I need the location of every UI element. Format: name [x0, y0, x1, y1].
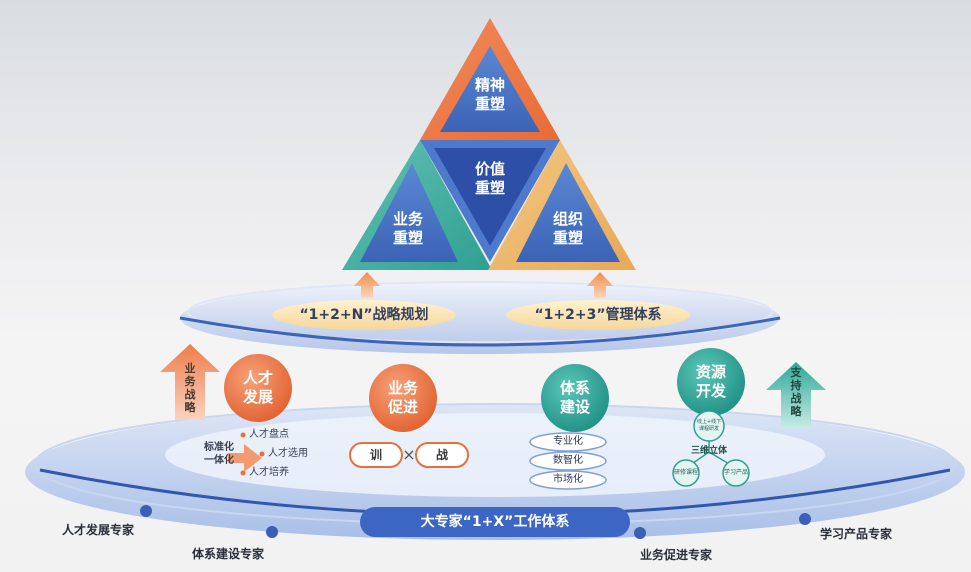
talent-item-1: 人才盘点	[249, 429, 289, 440]
strategy-plan-pill	[272, 300, 456, 330]
support-strategy-arrow	[766, 362, 826, 428]
business-strategy-label: 业 务 战 略	[184, 362, 196, 414]
talent-side-label: 标准化 一体化	[204, 442, 234, 466]
battle-pill	[415, 442, 469, 468]
expert-dot-talent	[140, 505, 152, 517]
talent-bullet	[259, 451, 265, 457]
pyramid-left-label: 业务 重塑	[392, 210, 423, 247]
base-label: 大专家“1+X”工作体系	[420, 514, 570, 530]
system-item-3: 市场化	[553, 474, 583, 485]
tree-center-label: 三维立体	[690, 446, 727, 456]
strategy-plan-label: “1+2+N”战略规划	[299, 307, 429, 323]
base-label-bar	[360, 507, 630, 537]
management-system-label: “1+2+3”管理体系	[534, 307, 662, 323]
talent-item-2: 人才选用	[268, 448, 308, 459]
tree-right-node	[722, 459, 750, 487]
talent-bullet	[240, 432, 246, 438]
management-system-pill	[506, 300, 690, 330]
support-strategy-label: 支 持 战 略	[790, 366, 802, 418]
system-item-1: 专业化	[553, 436, 583, 447]
business-circle	[369, 364, 437, 432]
pyramid-left-inner	[360, 163, 458, 262]
tree-top-label: 线上+线下 课程研发	[696, 419, 722, 432]
talent-circle	[224, 354, 292, 422]
middle-platform	[180, 282, 780, 354]
tree-left-node	[672, 459, 700, 487]
expert-dot-business	[634, 527, 646, 539]
resource-circle	[677, 348, 745, 416]
right-up-arrow	[587, 272, 613, 298]
system-item-2: 数智化	[553, 455, 583, 466]
talent-connector-arrow	[244, 444, 262, 472]
system-disc	[529, 470, 607, 490]
expert-dot-system	[266, 526, 278, 538]
times-sign: ×	[402, 445, 416, 464]
pyramid-center-inner	[434, 148, 546, 246]
train-pill	[349, 442, 403, 468]
expert-business-label: 业务促进专家	[640, 548, 713, 562]
middle-platform-rim	[187, 281, 773, 343]
expert-system-label: 体系建设专家	[192, 547, 265, 561]
middle-platform-edge	[179, 316, 781, 347]
expert-dot-product	[799, 513, 811, 525]
tree-left-label: 研修课程	[673, 469, 698, 476]
system-disc	[529, 451, 607, 471]
tree-top-node	[693, 410, 725, 442]
resource-title: 资源 开发	[695, 363, 726, 400]
talent-item-3: 人才培养	[249, 467, 289, 478]
system-circle	[541, 364, 609, 432]
expert-product-label: 学习产品专家	[820, 527, 893, 541]
pyramid-right-label: 组织 重塑	[552, 210, 583, 247]
talent-bullet	[240, 470, 246, 476]
tree-right-label: 学习产品	[723, 469, 748, 476]
train-pill-label: 训	[369, 448, 382, 462]
base-inner-area	[165, 413, 825, 497]
talent-title: 人才 发展	[242, 369, 273, 406]
pyramid	[342, 18, 636, 270]
business-title: 业务 促进	[387, 379, 418, 416]
pyramid-top-inner	[440, 46, 540, 132]
pyramid-right-inner	[516, 163, 620, 262]
expert-talent-label: 人才发展专家	[62, 523, 135, 537]
battle-pill-label: 战	[435, 448, 448, 462]
system-title: 体系 建设	[559, 379, 590, 416]
pyramid-center-label: 价值 重塑	[474, 160, 505, 197]
pyramid-top-label: 精神 重塑	[474, 76, 505, 113]
business-strategy-arrow	[160, 344, 220, 420]
left-up-arrow	[354, 272, 380, 298]
system-disc	[529, 432, 607, 452]
